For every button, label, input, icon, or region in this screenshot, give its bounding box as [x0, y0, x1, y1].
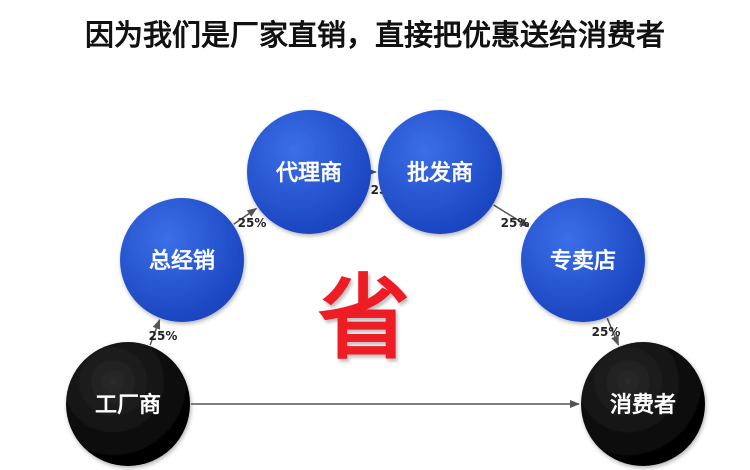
save-character: 省	[318, 264, 411, 372]
node-agent: 代理商	[247, 110, 371, 234]
node-wholesale: 批发商	[378, 110, 502, 234]
node-label-factory: 工厂商	[95, 392, 161, 418]
node-general: 总经销	[120, 198, 244, 322]
markup-label-store-to-consumer: 25%	[592, 325, 621, 339]
node-label-general: 总经销	[149, 248, 215, 274]
node-label-store: 专卖店	[550, 248, 616, 274]
arrow-store-to-consumer	[606, 317, 620, 346]
arrow-factory-to-general	[149, 318, 161, 346]
node-circle-store	[521, 198, 645, 322]
markup-label-general-to-agent: 25%	[238, 216, 267, 230]
headline: 因为我们是厂家直销，直接把优惠送给消费者	[84, 18, 665, 52]
node-store: 专卖店	[521, 198, 645, 322]
node-label-wholesale: 批发商	[407, 160, 473, 186]
arrow-general-to-agent	[233, 207, 258, 225]
node-circle-wholesale	[378, 110, 502, 234]
markup-label-wholesale-to-store: 25%	[501, 216, 530, 230]
node-factory: 工厂商	[66, 342, 190, 466]
node-circle-agent	[247, 110, 371, 234]
arrow-wholesale-to-store	[493, 204, 530, 228]
node-circle-factory	[66, 342, 190, 466]
node-label-agent: 代理商	[275, 160, 342, 186]
node-circle-general	[120, 198, 244, 322]
node-circle-consumer	[581, 342, 705, 466]
node-label-consumer: 消费者	[610, 393, 676, 418]
markup-label-factory-to-general: 25%	[149, 329, 178, 343]
node-consumer: 消费者	[581, 342, 705, 466]
